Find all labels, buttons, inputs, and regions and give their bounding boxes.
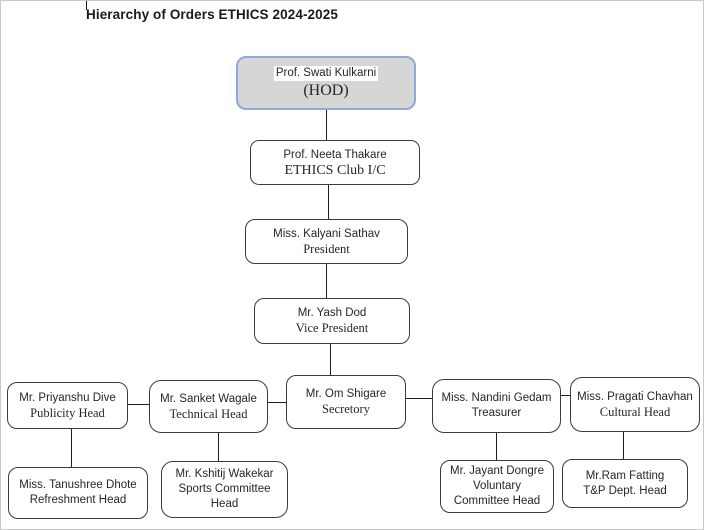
person-role: President — [303, 241, 350, 256]
person-role: T&P Dept. Head — [583, 484, 667, 497]
org-node-hod: Prof. Swati Kulkarni (HOD) — [236, 56, 416, 110]
org-node-treasurer: Miss. Nandini Gedam Treasurer — [432, 379, 561, 433]
connector-hod-clubic — [326, 110, 327, 140]
person-role: (HOD) — [303, 82, 349, 99]
connector-cultural-tp — [623, 432, 624, 459]
org-node-refreshment-head: Miss. Tanushree Dhote Refreshment Head — [8, 467, 148, 519]
person-name: Mr. Jayant Dongre — [450, 465, 544, 477]
org-node-vice-president: Mr. Yash Dod Vice President — [254, 298, 410, 344]
person-name: Mr. Om Shigare — [305, 388, 387, 400]
connector-treasurer-voluntary — [496, 433, 497, 460]
text-cursor-mark — [86, 1, 87, 10]
page-title: Hierarchy of Orders ETHICS 2024-2025 — [86, 7, 338, 22]
person-role: Sports Committee Head — [178, 483, 271, 510]
person-name: Miss. Kalyani Sathav — [273, 227, 380, 240]
connector-publicity-technical — [128, 404, 149, 405]
person-role: Cultural Head — [599, 404, 671, 419]
connector-publicity-refreshment — [71, 429, 72, 467]
person-name: Prof. Swati Kulkarni — [273, 66, 379, 81]
person-role: Vice President — [295, 321, 369, 335]
org-node-secretary: Mr. Om Shigare Secretory — [286, 375, 406, 429]
org-node-technical-head: Mr. Sanket Wagale Technical Head — [149, 380, 268, 433]
person-role: Secretory — [322, 402, 370, 416]
org-node-tp-head: Mr.Ram Fatting T&P Dept. Head — [562, 459, 688, 508]
person-name: Mr. Yash Dod — [297, 307, 367, 319]
org-node-president: Miss. Kalyani Sathav President — [245, 219, 408, 264]
org-node-voluntary-head: Mr. Jayant Dongre Voluntary Committee He… — [440, 460, 554, 513]
connector-president-vicepresident — [326, 264, 327, 298]
org-node-club-ic: Prof. Neeta Thakare ETHICS Club I/C — [250, 140, 420, 185]
person-name: Mr. Kshitij Wakekar — [175, 468, 274, 480]
connector-treasurer-cultural — [561, 395, 570, 396]
person-name: Mr.Ram Fatting — [585, 469, 665, 482]
org-node-sports-head: Mr. Kshitij Wakekar Sports Committee Hea… — [161, 461, 288, 518]
connector-secretary-treasurer — [406, 398, 432, 399]
person-role: Voluntary Committee Head — [453, 480, 541, 507]
person-role: Refreshment Head — [29, 494, 127, 506]
person-name: Miss. Nandini Gedam — [441, 392, 552, 404]
connector-technical-sports — [218, 433, 219, 461]
person-role: Publicity Head — [30, 405, 105, 420]
connector-technical-secretary — [268, 402, 286, 403]
person-name: Miss. Pragati Chavhan — [577, 390, 693, 403]
person-role: Technical Head — [169, 406, 248, 421]
person-role: Treasurer — [471, 407, 522, 419]
org-node-cultural-head: Miss. Pragati Chavhan Cultural Head — [570, 377, 700, 432]
person-role: ETHICS Club I/C — [284, 162, 386, 178]
person-name: Mr. Priyanshu Dive — [19, 391, 116, 404]
person-name: Mr. Sanket Wagale — [160, 392, 257, 405]
connector-vicepresident-secretary — [330, 344, 331, 375]
org-node-publicity-head: Mr. Priyanshu Dive Publicity Head — [7, 382, 128, 429]
person-name: Prof. Neeta Thakare — [283, 148, 387, 161]
person-name: Miss. Tanushree Dhote — [19, 479, 137, 491]
connector-clubic-president — [328, 185, 329, 219]
